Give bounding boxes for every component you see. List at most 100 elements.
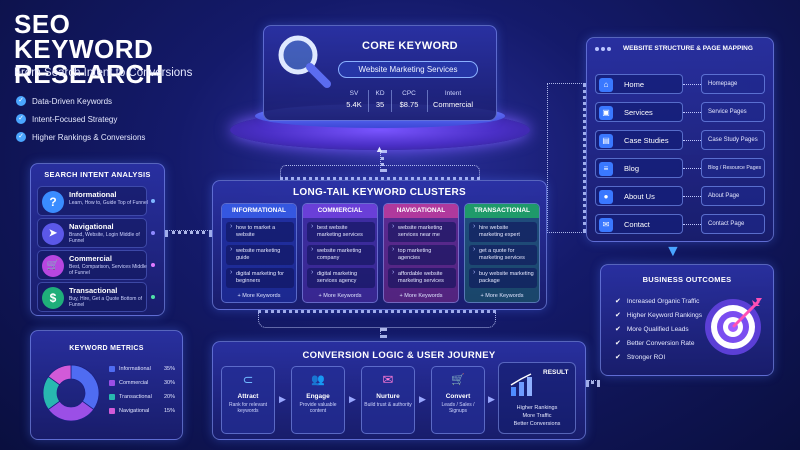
site-row-blog: ≡Blog Blog / Resource Pages: [595, 158, 771, 178]
keyword-item: website marketing guide: [226, 245, 294, 265]
result-line: Better Conversions: [513, 421, 561, 427]
compass-icon: ➤: [42, 223, 64, 245]
donut-slice-navigational: [47, 364, 72, 386]
folder-icon: ▤: [599, 134, 613, 148]
divider: [391, 90, 392, 112]
arrow-right-icon: ▶: [349, 394, 356, 404]
page-contact[interactable]: Contact Page: [701, 214, 765, 234]
arrow-right-icon: ▶: [279, 394, 286, 404]
mail-icon: ✉: [599, 218, 613, 232]
cluster-informational: INFORMATIONAL how to market a website we…: [221, 203, 297, 303]
check-icon: ✓: [16, 114, 26, 124]
nav-item-blog[interactable]: ≡Blog: [595, 158, 683, 178]
cluster-header: TRANSACTIONAL: [465, 204, 539, 218]
keyword-item: digital marketing for beginners: [226, 268, 294, 288]
nav-item-case-studies[interactable]: ▤Case Studies: [595, 130, 683, 150]
check-icon: ✔: [615, 312, 621, 319]
conversion-journey-panel: CONVERSION LOGIC & USER JOURNEY ⊂ Attrac…: [212, 341, 586, 440]
site-title: WEBSITE STRUCTURE & PAGE MAPPING: [623, 45, 753, 52]
intent-transactional: $ Transactional Buy, Hire, Get a Quote B…: [37, 282, 147, 312]
bar-chart-icon: [510, 373, 532, 396]
keyword-item: website marketing company: [307, 245, 375, 265]
feature-item: ✓Data-Driven Keywords: [16, 96, 112, 106]
window-dot: [601, 47, 605, 51]
core-keyword-value: Website Marketing Services: [338, 61, 478, 78]
dollar-icon: $: [42, 287, 64, 309]
check-icon: ✓: [16, 96, 26, 106]
site-row-home: ⌂Home Homepage: [595, 74, 771, 94]
nav-item-about[interactable]: ●About Us: [595, 186, 683, 206]
check-icon: ✔: [615, 326, 621, 333]
page-about[interactable]: About Page: [701, 186, 765, 206]
connector-dot: [151, 231, 155, 235]
keyword-clusters-panel: LONG-TAIL KEYWORD CLUSTERS INFORMATIONAL…: [212, 180, 547, 310]
result-line: Higher Rankings: [516, 405, 558, 411]
cluster-commercial: COMMERCIAL best website marketing servic…: [302, 203, 378, 303]
keyword-item: website marketing services near me: [388, 222, 456, 242]
outcome-item: ✔More Qualified Leads: [615, 325, 689, 334]
target-icon: [705, 298, 762, 355]
intent-informational: ? Informational Learn, How to, Guide Top…: [37, 186, 148, 216]
intent-title: SEARCH INTENT ANALYSIS: [44, 170, 151, 179]
question-icon: ?: [42, 191, 64, 213]
metrics-title: KEYWORD METRICS: [69, 345, 144, 352]
nav-item-home[interactable]: ⌂Home: [595, 74, 683, 94]
more-keywords-link[interactable]: + More Keywords: [318, 293, 362, 299]
nav-item-contact[interactable]: ✉Contact: [595, 214, 683, 234]
metrics-donut-chart: [42, 364, 100, 422]
more-keywords-link[interactable]: + More Keywords: [237, 293, 281, 299]
cluster-header: INFORMATIONAL: [222, 204, 296, 218]
nav-item-services[interactable]: ▣Services: [595, 102, 683, 122]
page-case-studies[interactable]: Case Study Pages: [701, 130, 765, 150]
check-icon: ✔: [615, 354, 621, 361]
result-box: RESULT Higher Rankings More Traffic Bett…: [498, 362, 576, 434]
core-keyword-title: CORE KEYWORD: [362, 40, 458, 52]
keyword-item: affordable website marketing services: [388, 268, 456, 288]
keyword-item: hire website marketing expert: [469, 222, 537, 242]
feature-item: ✓Higher Rankings & Conversions: [16, 132, 145, 142]
connector-dot: [151, 263, 155, 267]
intent-commercial: 🛒 Commercial Best, Comparison, Services …: [37, 250, 147, 280]
arrow-down-icon: ▼: [665, 243, 681, 260]
check-icon: ✓: [16, 132, 26, 142]
legend-swatch: [109, 408, 115, 414]
outcome-item: ✔Better Conversion Rate: [615, 339, 695, 348]
connector: [683, 140, 701, 141]
legend-swatch: [109, 366, 115, 372]
website-structure-panel: WEBSITE STRUCTURE & PAGE MAPPING ⌂Home H…: [586, 37, 774, 242]
arrow-up-icon: ▲: [375, 144, 384, 154]
page-services[interactable]: Service Pages: [701, 102, 765, 122]
magnet-icon: ⊂: [242, 372, 254, 387]
legend-swatch: [109, 394, 115, 400]
outcome-item: ✔Stronger ROI: [615, 353, 666, 362]
divider: [427, 90, 428, 112]
magnifier-icon: [278, 35, 331, 88]
envelope-icon: ✉: [382, 372, 394, 387]
cart-icon: 🛒: [451, 374, 465, 386]
keyword-item: digital marketing services agency: [307, 268, 375, 288]
conversion-title: CONVERSION LOGIC & USER JOURNEY: [302, 350, 496, 361]
connector: [683, 168, 701, 169]
more-keywords-link[interactable]: + More Keywords: [399, 293, 443, 299]
cluster-header: NAVIGATIONAL: [384, 204, 458, 218]
keyword-item: how to market a website: [226, 222, 294, 242]
window-dot: [607, 47, 611, 51]
arrow-right-icon: ▶: [419, 394, 426, 404]
check-icon: ✔: [615, 340, 621, 347]
page-blog[interactable]: Blog / Resource Pages: [701, 158, 765, 178]
window-dot: [595, 47, 599, 51]
metric-cpc: CPC$8.75: [399, 90, 419, 109]
feature-item: ✓Intent-Focused Strategy: [16, 114, 117, 124]
connector: [683, 84, 701, 85]
box-icon: ▣: [599, 106, 613, 120]
outcomes-title: BUSINESS OUTCOMES: [642, 275, 732, 284]
page-homepage[interactable]: Homepage: [701, 74, 765, 94]
more-keywords-link[interactable]: + More Keywords: [480, 293, 524, 299]
cart-icon: 🛒: [42, 255, 64, 277]
legend-swatch: [109, 380, 115, 386]
keyword-item: buy website marketing package: [469, 268, 537, 288]
